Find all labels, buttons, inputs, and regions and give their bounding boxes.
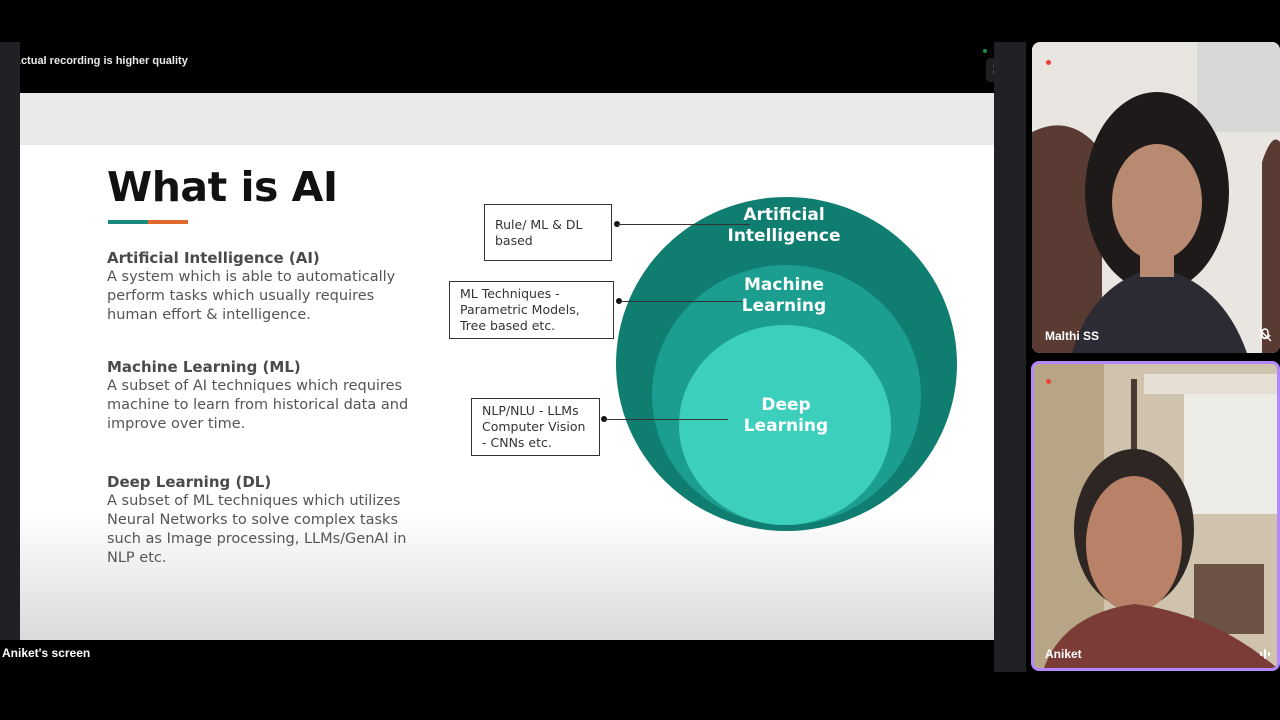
- participant-name: Malthi SS: [1045, 329, 1100, 343]
- title-underline-orange: [148, 220, 188, 224]
- participant-tile-active-speaker[interactable]: Aniket: [1031, 361, 1280, 671]
- dl-circle-label: Deep Learning: [743, 395, 829, 436]
- connector-line-dl: [604, 419, 728, 420]
- slide-header-band: [20, 93, 994, 145]
- section-body-ml: A subset of AI techniques which requires…: [107, 378, 409, 432]
- shared-slide: What is AI Artificial Intelligence (AI) …: [20, 93, 994, 640]
- audio-level-icon: [1260, 649, 1270, 659]
- callout-ai: Rule/ ML & DL based: [484, 204, 612, 261]
- connector-line-ai: [617, 224, 750, 225]
- section-body-ai: A system which is able to automatically …: [107, 269, 396, 323]
- slide-title: What is AI: [107, 163, 338, 211]
- section-heading-ai: Artificial Intelligence (AI): [107, 249, 320, 267]
- tile-indicator: [1046, 60, 1051, 65]
- callout-dl: NLP/NLU - LLMs Computer Vision - CNNs et…: [471, 398, 600, 456]
- callout-ml: ML Techniques - Parametric Models, Tree …: [449, 281, 614, 339]
- participant-video: [1032, 42, 1280, 353]
- section-heading-ml: Machine Learning (ML): [107, 358, 301, 376]
- section-body-dl: A subset of ML techniques which utilizes…: [107, 493, 407, 566]
- connector-line-ml: [619, 301, 742, 302]
- participant-tile[interactable]: Malthi SS: [1032, 42, 1280, 353]
- participant-video: [1034, 364, 1277, 668]
- dl-circle: [679, 325, 891, 525]
- screen-owner-label: Aniket's screen: [2, 646, 91, 660]
- tile-indicator: [1046, 379, 1051, 384]
- title-underline-teal: [108, 220, 148, 224]
- mic-off-icon: [1258, 328, 1272, 342]
- divider-pane: [994, 42, 1026, 672]
- status-dot: [983, 49, 987, 53]
- participant-name: Aniket: [1045, 647, 1082, 661]
- section-heading-dl: Deep Learning (DL): [107, 473, 272, 491]
- slide-footer-fade: [20, 513, 994, 640]
- ai-circle-label: Artificial Intelligence: [727, 205, 841, 246]
- recording-notice: Actual recording is higher quality: [13, 55, 188, 67]
- ml-circle-label: Machine Learning: [741, 275, 827, 316]
- left-gutter: [0, 42, 20, 640]
